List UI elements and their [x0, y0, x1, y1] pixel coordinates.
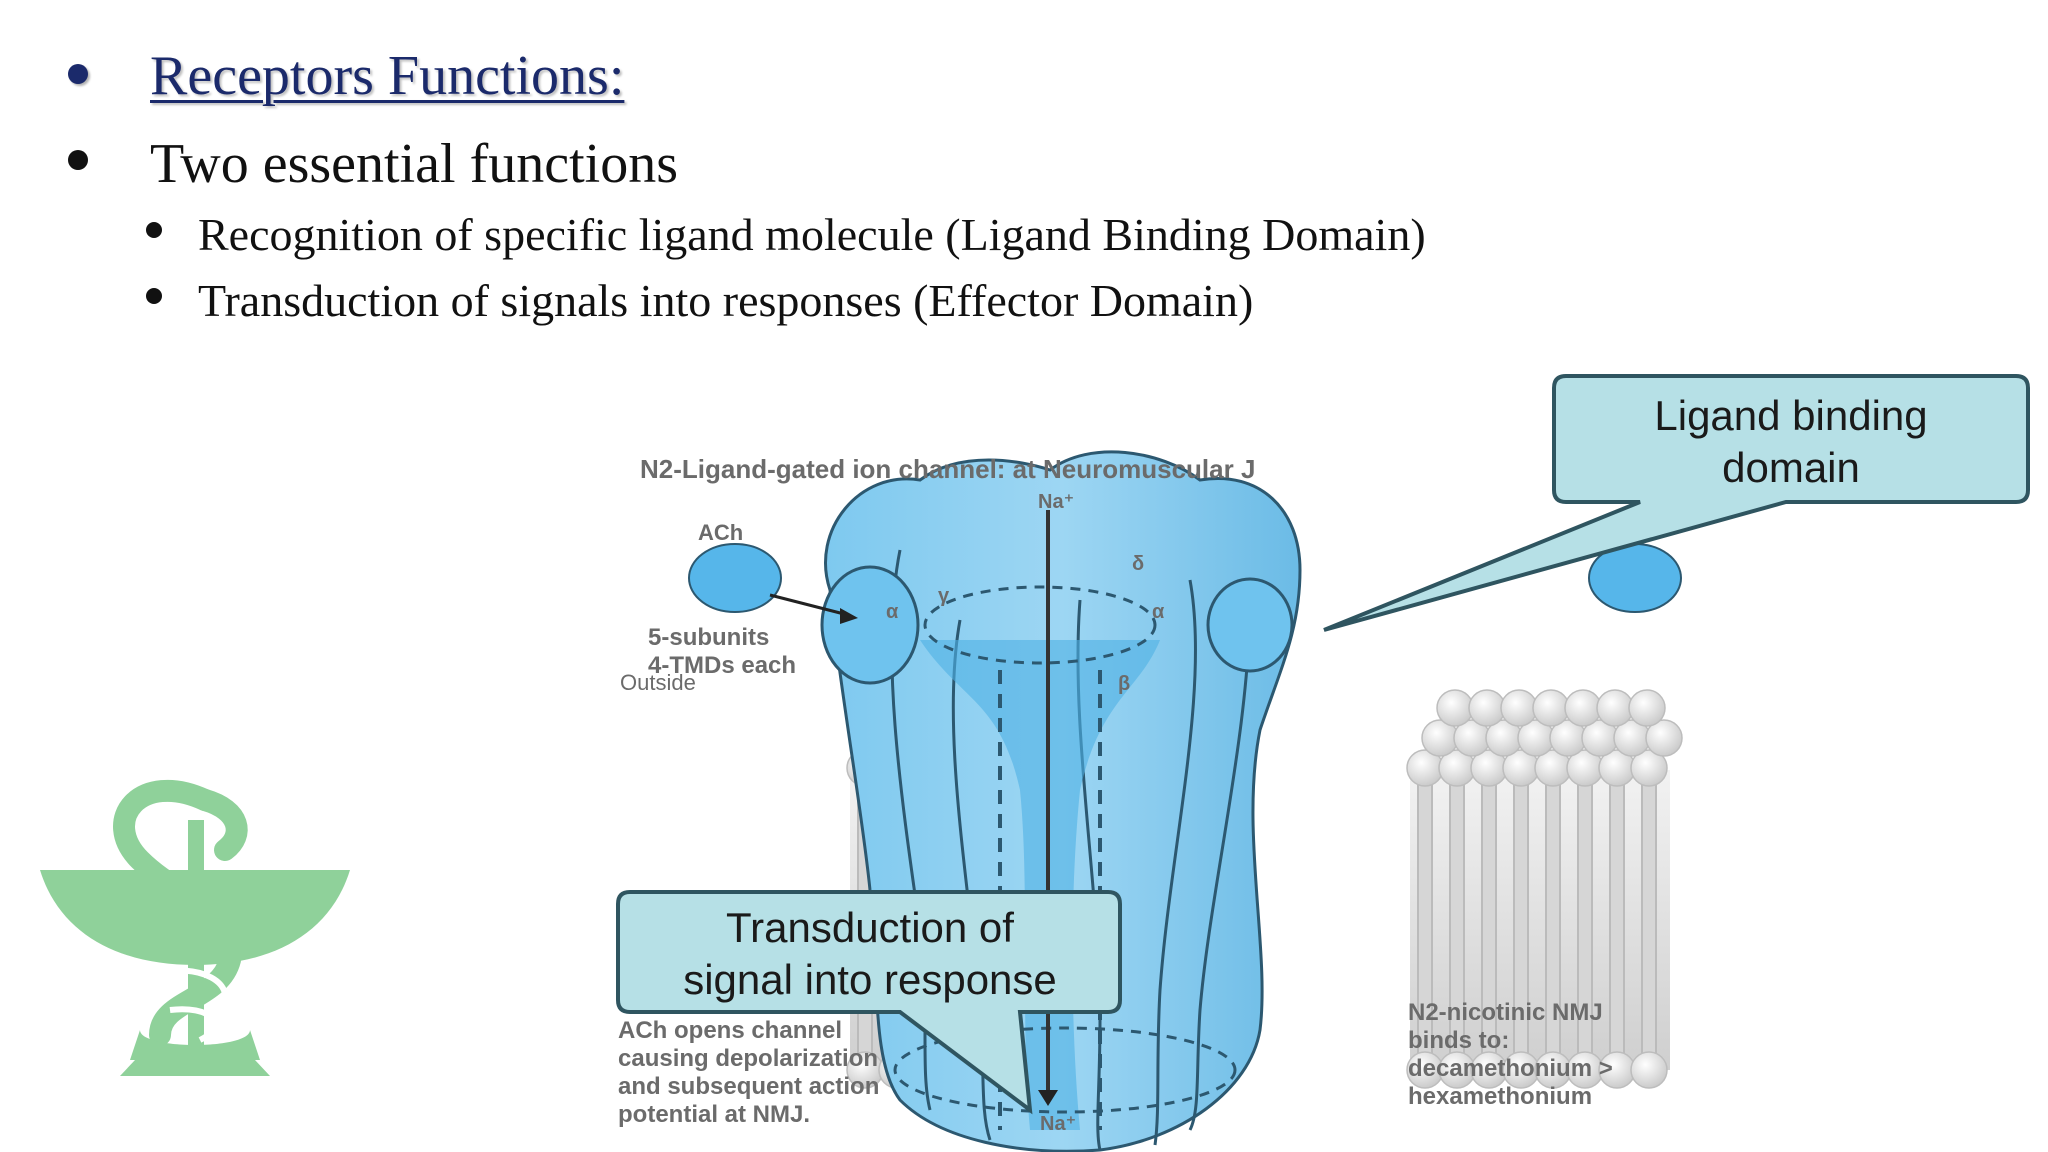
bullet-text: Two essential functions [150, 133, 678, 195]
bottom-right-line: binds to: [1408, 1027, 1509, 1054]
subunit-gamma: γ [938, 585, 950, 607]
diagram-header: N2-Ligand-gated ion channel: at Neuromus… [640, 454, 1255, 484]
subunit-beta: β [1118, 673, 1130, 695]
bottom-right-line: decamethonium > [1408, 1055, 1613, 1082]
bottom-left-line: potential at NMJ. [618, 1101, 810, 1128]
tmds-label: 4-TMDs each [648, 652, 796, 679]
bottom-right-line: hexamethonium [1408, 1083, 1592, 1110]
bottom-left-line: and subsequent action [618, 1073, 879, 1100]
subunit-delta: δ [1132, 553, 1144, 575]
bullet [68, 150, 88, 170]
ach-label: ACh [698, 520, 743, 545]
callout-transduction-line1: Transduction of [726, 904, 1014, 951]
callout-ligand-binding: Ligand binding domain [1323, 374, 2030, 632]
na-top-label: Na⁺ [1038, 491, 1074, 513]
bowl-of-hygieia-icon [40, 779, 350, 1076]
subunit-alpha-right: α [1152, 601, 1165, 623]
callout-ligand-line2: domain [1722, 444, 1860, 491]
callout-ligand-line1: Ligand binding [1654, 392, 1927, 439]
ach-molecule [688, 543, 782, 613]
subunit-alpha-left: α [886, 601, 899, 623]
bottom-left-line: ACh opens channel [618, 1017, 842, 1044]
ion-channel-protein [820, 450, 1302, 1152]
sub-bullet [146, 222, 162, 238]
ion-channel-diagram: N2-Ligand-gated ion channel: at Neuromus… [616, 374, 2030, 1152]
callout-transduction: Transduction of signal into response [616, 890, 1122, 1115]
subunits-label: 5-subunits [648, 624, 769, 651]
sub-bullet-text-recognition: Recognition of specific ligand molecule … [198, 209, 1426, 260]
bottom-left-caption: ACh opens channel causing depolarization… [618, 1017, 879, 1128]
sub-bullet-text-transduction: Transduction of signals into responses (… [198, 275, 1254, 326]
slide-title: Receptors Functions: [150, 45, 625, 107]
ach-arrow [769, 593, 849, 617]
bottom-right-line: N2-nicotinic NMJ [1408, 999, 1603, 1026]
callout-transduction-line2: signal into response [683, 956, 1057, 1003]
na-bottom-label: Na⁺ [1040, 1113, 1076, 1135]
outside-label: Outside [620, 670, 696, 695]
sub-bullet [146, 288, 162, 304]
bottom-right-caption: N2-nicotinic NMJ binds to: decamethonium… [1408, 999, 1613, 1110]
lipid-bilayer-right [1406, 689, 1683, 1089]
bottom-left-line: causing depolarization [618, 1045, 878, 1072]
title-bullet [68, 64, 88, 84]
